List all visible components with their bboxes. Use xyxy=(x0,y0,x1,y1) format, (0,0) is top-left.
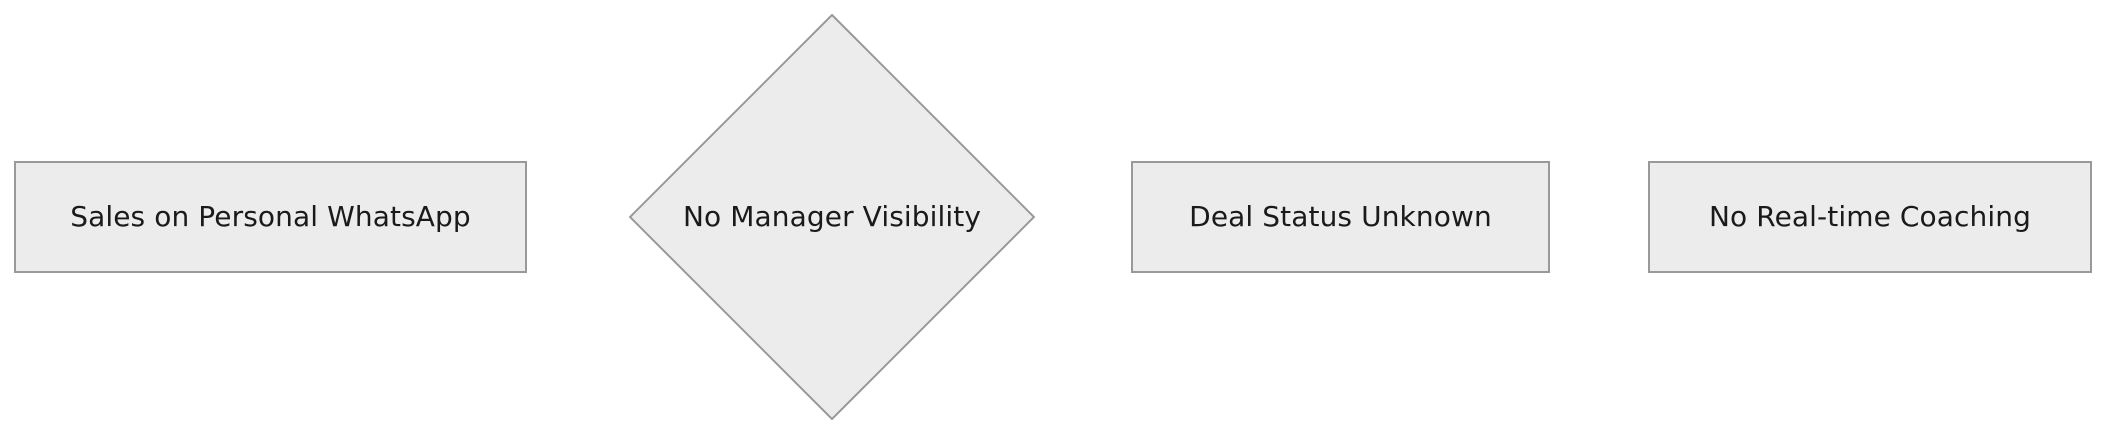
diamond-shape xyxy=(629,14,1035,420)
node-sales-on-personal-whatsapp[interactable]: Sales on Personal WhatsApp xyxy=(14,161,527,273)
node-label: Sales on Personal WhatsApp xyxy=(70,200,471,233)
node-deal-status-unknown[interactable]: Deal Status Unknown xyxy=(1131,161,1550,273)
node-no-real-time-coaching[interactable]: No Real-time Coaching xyxy=(1648,161,2092,273)
node-label: Deal Status Unknown xyxy=(1189,200,1492,233)
node-label: No Manager Visibility xyxy=(682,200,982,233)
node-no-manager-visibility[interactable]: No Manager Visibility xyxy=(629,14,1035,420)
node-label: No Real-time Coaching xyxy=(1709,200,2031,233)
